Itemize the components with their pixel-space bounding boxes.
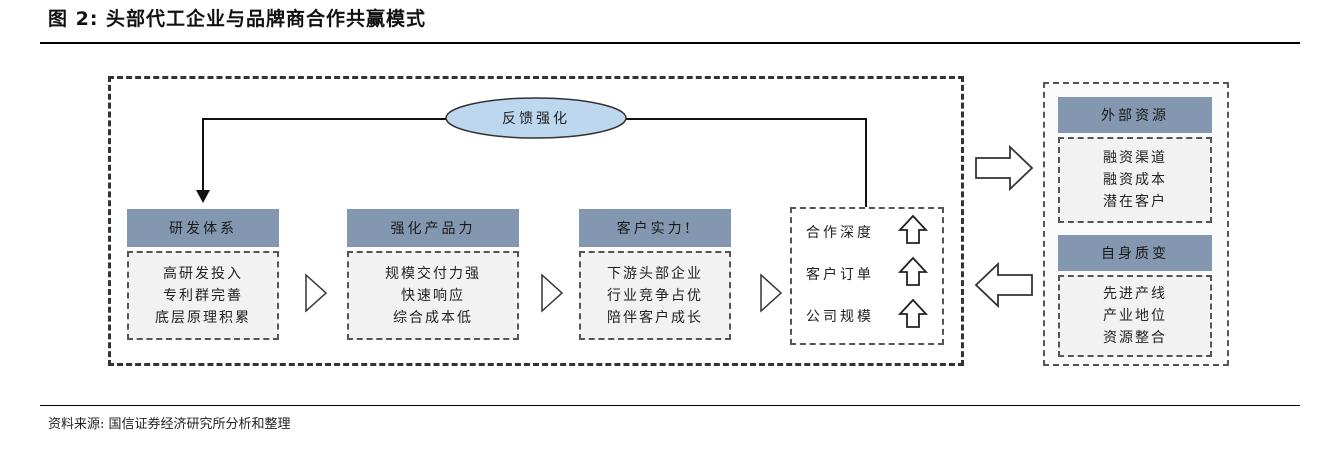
stage-2-line-2: 快速响应 <box>401 287 465 304</box>
figure-title: 图 2: 头部代工企业与品牌商合作共赢模式 <box>48 8 427 30</box>
stage-2-header: 强化产品力 <box>347 209 519 247</box>
top-rule <box>40 42 1300 44</box>
feedback-line-right <box>626 118 867 207</box>
main-frame <box>108 76 964 366</box>
flow-triangle-2 <box>541 273 564 313</box>
outcome-1-label: 合作深度 <box>806 225 874 241</box>
feedback-line-left <box>202 118 446 192</box>
outcome-3-label: 公司规模 <box>806 309 874 325</box>
external-line-3: 潜在客户 <box>1103 194 1167 210</box>
stage-3-header: 客户实力! <box>579 209 731 247</box>
flow-triangle-1 <box>305 273 328 313</box>
flow-triangle-3 <box>760 273 783 313</box>
source-note: 资料来源: 国信证券经济研究所分析和整理 <box>48 417 291 432</box>
external-line-2: 融资成本 <box>1103 172 1167 188</box>
stage-2-line-3: 综合成本低 <box>393 309 473 326</box>
stage-2-body: 规模交付力强 快速响应 综合成本低 <box>347 251 519 340</box>
external-body: 融资渠道 融资成本 潜在客户 <box>1058 137 1212 223</box>
external-line-1: 融资渠道 <box>1103 150 1167 166</box>
stage-1-line-2: 专利群完善 <box>163 287 243 304</box>
internal-body: 先进产线 产业地位 资源整合 <box>1058 275 1212 357</box>
stage-2-line-1: 规模交付力强 <box>385 265 481 282</box>
internal-header: 自身质变 <box>1058 235 1212 271</box>
up-arrow-icon-3 <box>897 298 929 328</box>
stage-1-header: 研发体系 <box>127 209 279 247</box>
stage-1-line-3: 底层原理积累 <box>155 309 251 326</box>
up-arrow-icon-1 <box>897 214 929 244</box>
feedback-arrowhead <box>196 190 210 203</box>
stage-3-body: 下游头部企业 行业竞争占优 陪伴客户成长 <box>579 251 731 340</box>
stage-1-body: 高研发投入 专利群完善 底层原理积累 <box>127 251 279 340</box>
stage-1-line-1: 高研发投入 <box>163 265 243 282</box>
left-block-arrow-icon <box>974 261 1033 309</box>
stage-3-line-1: 下游头部企业 <box>607 265 703 282</box>
up-arrow-icon-2 <box>897 256 929 286</box>
internal-line-3: 资源整合 <box>1103 330 1167 346</box>
feedback-label: 反馈强化 <box>502 111 570 127</box>
internal-line-1: 先进产线 <box>1103 286 1167 302</box>
outcome-2-label: 客户订单 <box>806 267 874 283</box>
bottom-rule <box>40 405 1300 406</box>
internal-line-2: 产业地位 <box>1103 308 1167 324</box>
stage-3-line-3: 陪伴客户成长 <box>607 309 703 326</box>
right-block-arrow-icon <box>975 144 1034 192</box>
external-header: 外部资源 <box>1058 97 1212 133</box>
feedback-ellipse <box>445 97 627 139</box>
stage-3-line-2: 行业竞争占优 <box>607 287 703 304</box>
